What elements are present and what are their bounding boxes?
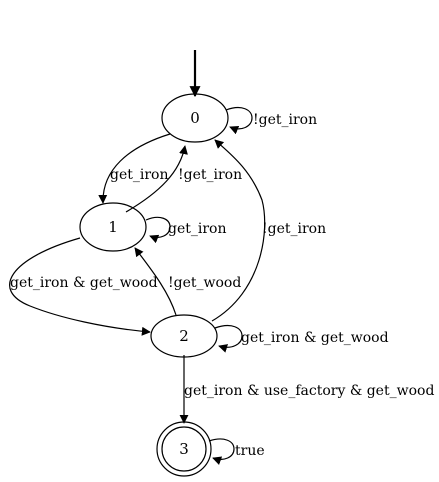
state-1-label: 1 xyxy=(108,218,118,236)
state-3-label: 3 xyxy=(179,440,189,458)
edge-1-0 xyxy=(125,145,188,213)
edge-label-2-2: get_iron & get_wood xyxy=(241,330,389,346)
edge-label-1-0: !get_iron xyxy=(178,167,242,183)
edge-0-1 xyxy=(98,133,171,204)
edge-label-2-3: get_iron & use_factory & get_wood xyxy=(184,383,434,399)
state-1: 1 xyxy=(79,202,147,252)
edge-2-2 xyxy=(214,324,243,353)
edge-0-0 xyxy=(225,106,253,135)
state-2-label: 2 xyxy=(179,327,189,345)
edge-1-1 xyxy=(145,216,171,244)
edge-1-2 xyxy=(9,237,151,336)
state-0: 0 xyxy=(161,93,229,143)
state-0-label: 0 xyxy=(190,109,200,127)
edge-label-2-1: !get_wood xyxy=(168,275,241,291)
edge-2-1 xyxy=(134,247,177,316)
edge-label-3-3: true xyxy=(235,443,265,459)
edge-label-2-0: !get_iron xyxy=(262,221,326,237)
edge-label-0-0: !get_iron xyxy=(253,112,317,128)
edge-label-1-1: get_iron xyxy=(168,221,227,237)
edge-label-0-1: get_iron xyxy=(110,167,169,183)
edge-3-3 xyxy=(208,438,235,465)
edge-label-1-2: get_iron & get_wood xyxy=(10,275,158,291)
state-2: 2 xyxy=(150,314,218,358)
edge-2-0 xyxy=(211,139,266,322)
state-3: 3 xyxy=(156,421,212,477)
